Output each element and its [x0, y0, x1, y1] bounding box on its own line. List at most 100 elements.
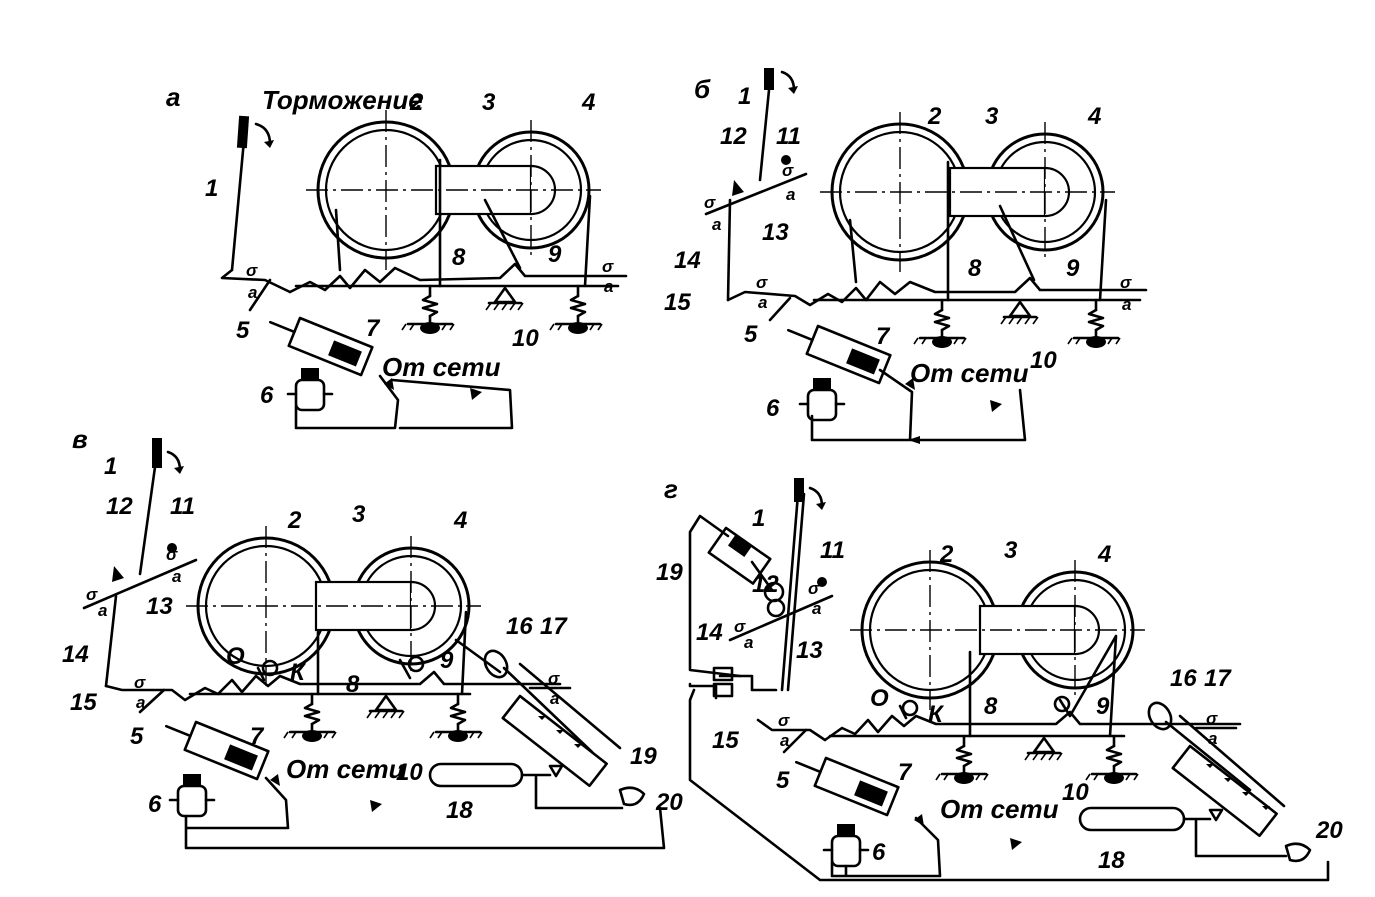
mark-a: a [136, 693, 145, 712]
label-5: 5 [776, 767, 790, 794]
mark-a: a [550, 689, 559, 708]
network-label: От сети [940, 794, 1059, 824]
label-20: 20 [655, 789, 683, 816]
label-13: 13 [146, 593, 173, 620]
mark-a: a [744, 633, 753, 652]
label-4: 4 [1097, 541, 1111, 568]
label-2: 2 [409, 89, 424, 116]
label-8: 8 [452, 244, 466, 271]
label-9: 9 [1066, 255, 1080, 282]
mark-sigma: σ [86, 585, 98, 604]
mark-sigma: σ [778, 711, 790, 730]
handbrake-cylinder-19 [688, 514, 1330, 882]
brake-rigging [104, 610, 562, 714]
lever-13 [82, 543, 198, 688]
braking-caption: Торможение [262, 85, 423, 115]
mark-sigma: σ [246, 261, 258, 280]
point-k: К [928, 701, 945, 728]
label-13: 13 [762, 219, 789, 246]
label-3: 3 [482, 89, 496, 116]
panel-g: г [656, 474, 1343, 882]
mark-a: a [248, 283, 257, 302]
mark-sigma: σ [548, 669, 560, 688]
label-17: 17 [540, 613, 568, 640]
mark-a: a [172, 567, 181, 586]
handbrake-chain [1147, 701, 1312, 863]
point-o: О [226, 643, 245, 670]
label-2: 2 [927, 103, 942, 130]
label-10: 10 [396, 759, 423, 786]
label-10: 10 [1030, 347, 1057, 374]
label-14: 14 [674, 247, 701, 274]
label-16: 16 [506, 613, 533, 640]
label-4: 4 [1087, 103, 1101, 130]
label-9: 9 [1096, 693, 1110, 720]
label-15: 15 [712, 727, 739, 754]
mark-sigma: σ [602, 257, 614, 276]
mark-a: a [1208, 729, 1217, 748]
mark-sigma: σ [1206, 709, 1218, 728]
mark-sigma: σ [782, 161, 794, 180]
brake-cylinder-7 [781, 314, 892, 385]
label-16: 16 [1170, 665, 1197, 692]
panel-letter: б [694, 74, 711, 104]
mark-sigma: σ [734, 617, 746, 636]
label-12: 12 [752, 571, 779, 598]
mark-sigma: σ [166, 545, 178, 564]
label-11: 11 [820, 537, 845, 564]
mark-sigma: σ [134, 673, 146, 692]
panel-b: б О [664, 68, 1148, 444]
label-19: 19 [656, 559, 683, 586]
label-7: 7 [250, 723, 265, 750]
panel-v: в [62, 424, 683, 850]
network-label: От сети [910, 358, 1029, 388]
label-1: 1 [104, 453, 117, 480]
label-1: 1 [752, 505, 765, 532]
label-15: 15 [664, 289, 691, 316]
mark-a: a [604, 277, 613, 296]
label-1: 1 [738, 83, 751, 110]
label-7: 7 [898, 759, 913, 786]
label-2: 2 [939, 541, 954, 568]
network-label: От сети [382, 352, 501, 382]
brake-rigging [756, 634, 1242, 754]
reservoir-18 [428, 762, 524, 788]
label-6: 6 [260, 382, 274, 409]
handle-1 [758, 68, 798, 182]
lever-13 [728, 577, 834, 642]
label-10: 10 [512, 325, 539, 352]
label-8: 8 [984, 693, 998, 720]
label-6: 6 [872, 839, 886, 866]
brake-cylinder-7 [789, 746, 900, 817]
label-5: 5 [236, 317, 250, 344]
label-18: 18 [446, 797, 473, 824]
label-12: 12 [106, 493, 133, 520]
label-14: 14 [62, 641, 89, 668]
label-17: 17 [1204, 665, 1232, 692]
mark-sigma: σ [808, 579, 820, 598]
handle-1 [780, 478, 826, 692]
mark-sigma: σ [756, 273, 768, 292]
lever-13 [704, 155, 808, 302]
valve-6 [286, 366, 334, 412]
label-5: 5 [130, 723, 144, 750]
wheel-pair [848, 548, 1147, 712]
label-11: 11 [776, 123, 801, 150]
brake-rigging [726, 160, 1148, 322]
label-1: 1 [205, 175, 218, 202]
brake-rigging [220, 158, 628, 312]
label-3: 3 [985, 103, 999, 130]
label-5: 5 [744, 321, 758, 348]
label-10: 10 [1062, 779, 1089, 806]
panel-letter: в [72, 424, 88, 454]
label-18: 18 [1098, 847, 1125, 874]
panel-letter: а [166, 82, 180, 112]
handle-1 [230, 115, 274, 272]
network-label: От сети [286, 754, 405, 784]
mark-sigma: σ [704, 193, 716, 212]
valve-6 [168, 772, 216, 818]
label-13: 13 [796, 637, 823, 664]
label-15: 15 [70, 689, 97, 716]
panel-a: а Торможение От сети 1 [166, 82, 628, 430]
